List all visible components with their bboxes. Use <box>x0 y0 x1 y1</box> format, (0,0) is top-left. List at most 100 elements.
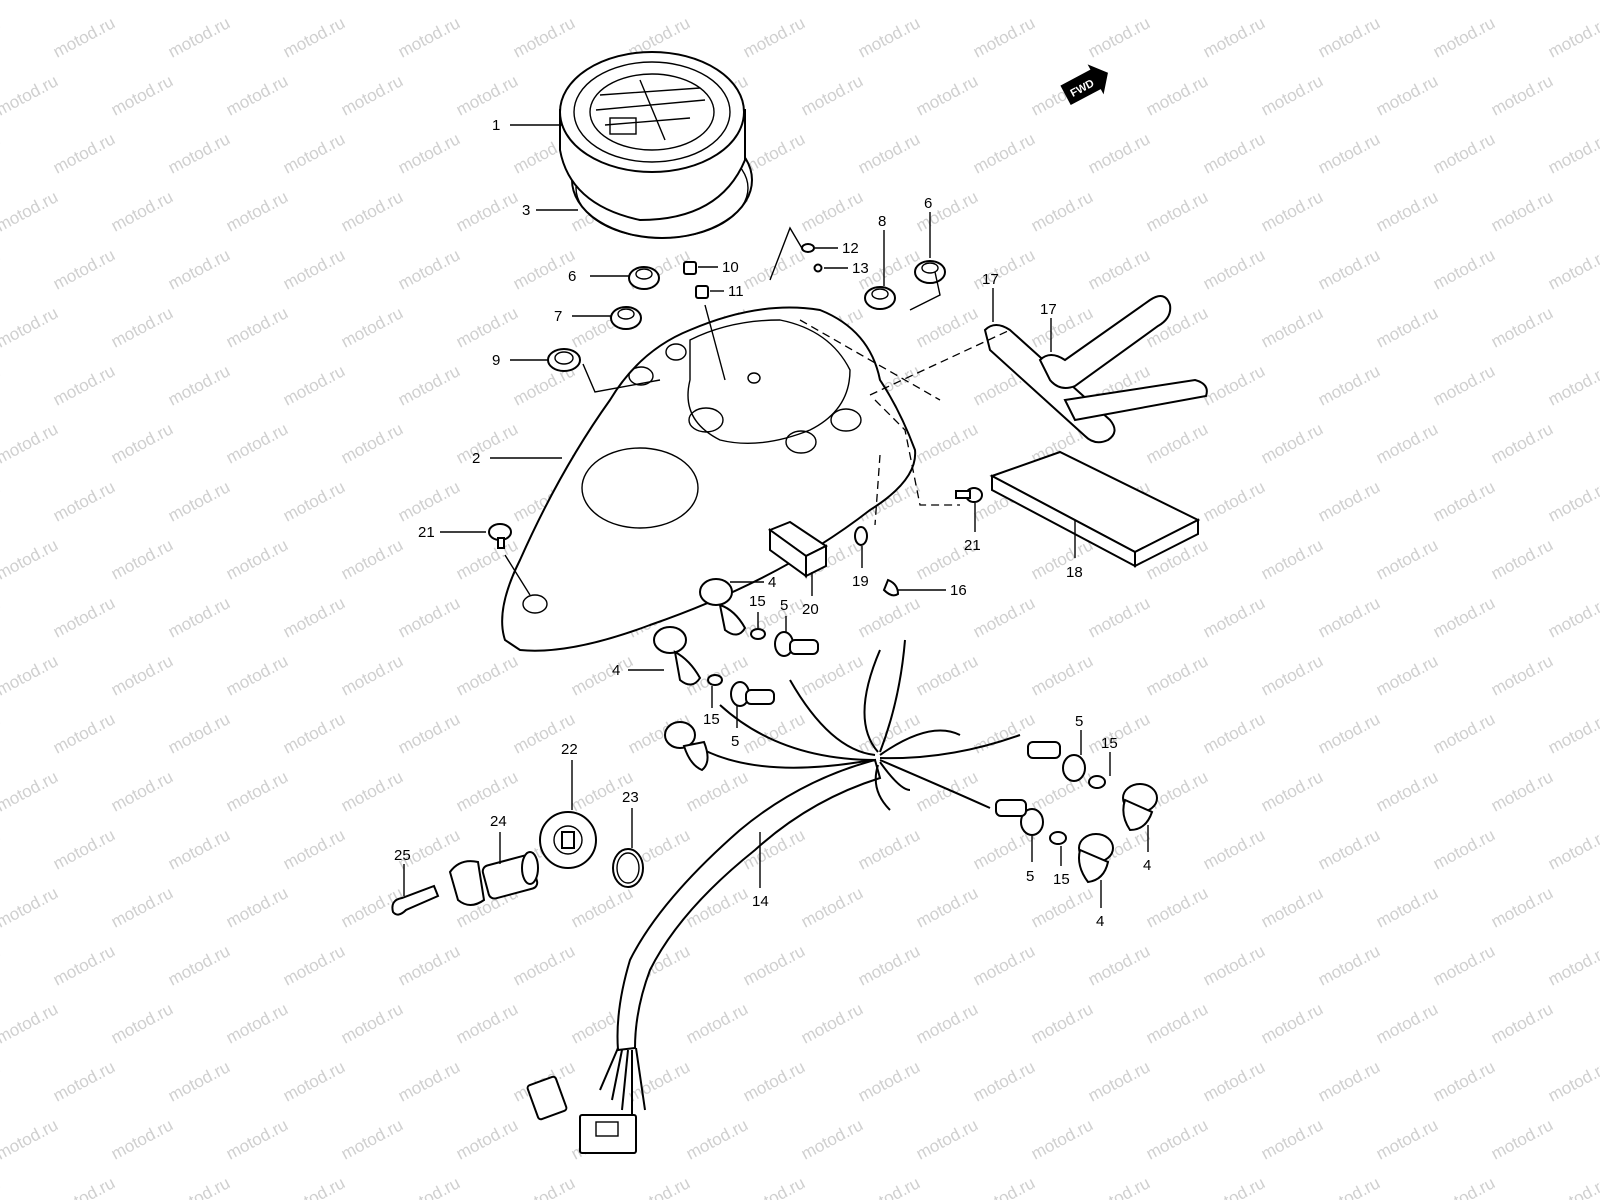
watermark-text: motod.ru <box>1545 1057 1600 1105</box>
svg-text:11: 11 <box>728 283 744 300</box>
watermark-text: motod.ru <box>798 187 866 235</box>
svg-text:2: 2 <box>472 450 480 467</box>
svg-text:5: 5 <box>1026 868 1034 885</box>
watermark-text: motod.ru <box>0 187 61 235</box>
svg-text:9: 9 <box>492 352 500 369</box>
watermark-text: motod.ru <box>1545 825 1600 873</box>
watermark-text: motod.ru <box>453 0 521 4</box>
watermark-text: motod.ru <box>1430 825 1498 873</box>
callout-20: 20 <box>802 572 819 618</box>
ring-23 <box>612 848 644 888</box>
watermark-text: motod.ru <box>855 13 923 61</box>
indicator-cap-6-right <box>914 260 946 284</box>
watermark-text: motod.ru <box>395 13 463 61</box>
watermark-text: motod.ru <box>223 883 291 931</box>
watermark-text: motod.ru <box>568 0 636 4</box>
svg-text:4: 4 <box>1143 857 1151 874</box>
nut-10 <box>683 261 697 275</box>
watermark-text: motod.ru <box>683 0 751 4</box>
watermark-text: motod.ru <box>165 1057 233 1105</box>
callout-11: 11 <box>710 283 744 300</box>
watermark-text: motod.ru <box>108 767 176 815</box>
watermark-text: motod.ru <box>913 651 981 699</box>
watermark-text: motod.ru <box>108 303 176 351</box>
watermark-text: motod.ru <box>338 187 406 235</box>
watermark-text: motod.ru <box>1488 303 1556 351</box>
callout-22: 22 <box>561 741 578 810</box>
watermark-text: motod.ru <box>1430 361 1498 409</box>
watermark-text: motod.ru <box>1545 245 1600 293</box>
gear-22 <box>539 811 597 869</box>
watermark-text: motod.ru <box>0 593 3 641</box>
watermark-text: motod.ru <box>913 767 981 815</box>
watermark-text: motod.ru <box>1315 245 1383 293</box>
watermark-text: motod.ru <box>1028 999 1096 1047</box>
svg-text:25: 25 <box>394 847 411 864</box>
watermark-text: motod.ru <box>280 245 348 293</box>
watermark-text: motod.ru <box>1488 419 1556 467</box>
watermark-text: motod.ru <box>280 1057 348 1105</box>
watermark-text: motod.ru <box>1200 129 1268 177</box>
watermark-text: motod.ru <box>1028 767 1096 815</box>
callout-17-left: 17 <box>982 271 999 322</box>
watermark-text: motod.ru <box>1488 71 1556 119</box>
watermark-text: motod.ru <box>855 825 923 873</box>
watermark-text: motod.ru <box>395 709 463 757</box>
watermark-text: motod.ru <box>395 593 463 641</box>
watermark-text: motod.ru <box>913 1115 981 1163</box>
watermark-text: motod.ru <box>0 303 61 351</box>
watermark-text: motod.ru <box>1200 477 1268 525</box>
watermark-text: motod.ru <box>1545 1173 1600 1200</box>
watermark-text: motod.ru <box>223 303 291 351</box>
watermark-text: motod.ru <box>1085 1173 1153 1200</box>
watermark-text: motod.ru <box>453 187 521 235</box>
watermark-text: motod.ru <box>0 999 61 1047</box>
watermark-text: motod.ru <box>395 361 463 409</box>
watermark-text: motod.ru <box>1200 245 1268 293</box>
svg-text:4: 4 <box>612 662 620 679</box>
watermark-text: motod.ru <box>683 999 751 1047</box>
watermark-text: motod.ru <box>0 825 3 873</box>
watermark-text: motod.ru <box>395 1173 463 1200</box>
watermark-text: motod.ru <box>50 941 118 989</box>
watermark-text: motod.ru <box>1085 593 1153 641</box>
watermark-text: motod.ru <box>0 535 61 583</box>
svg-text:24: 24 <box>490 813 507 830</box>
socket-4-top <box>699 578 747 636</box>
watermark-text: motod.ru <box>108 0 176 4</box>
watermark-text: motod.ru <box>1488 0 1556 4</box>
watermark-text: motod.ru <box>0 477 3 525</box>
callout-9: 9 <box>492 352 548 369</box>
watermark-text: motod.ru <box>108 71 176 119</box>
watermark-text: motod.ru <box>1430 1057 1498 1105</box>
watermark-text: motod.ru <box>165 825 233 873</box>
watermark-text: motod.ru <box>338 535 406 583</box>
callout-2: 2 <box>472 450 562 467</box>
assembly-guide-lines <box>504 226 1011 596</box>
watermark-text: motod.ru <box>1373 303 1441 351</box>
watermark-text: motod.ru <box>913 0 981 4</box>
watermark-text: motod.ru <box>1085 941 1153 989</box>
watermark-text: motod.ru <box>280 1173 348 1200</box>
watermark-text: motod.ru <box>913 999 981 1047</box>
watermark-text: motod.ru <box>1488 651 1556 699</box>
watermark-text: motod.ru <box>1315 1173 1383 1200</box>
svg-text:3: 3 <box>522 202 530 219</box>
watermark-text: motod.ru <box>50 1057 118 1105</box>
callout-15-b: 15 <box>703 686 720 728</box>
watermark-text: motod.ru <box>1315 941 1383 989</box>
watermark-text: motod.ru <box>395 1057 463 1105</box>
svg-text:23: 23 <box>622 789 639 806</box>
watermark-text: motod.ru <box>1258 187 1326 235</box>
grommet-5-d <box>995 799 1044 836</box>
svg-text:4: 4 <box>768 574 776 591</box>
watermark-text: motod.ru <box>1200 941 1268 989</box>
watermark-text: motod.ru <box>453 1115 521 1163</box>
watermark-text: motod.ru <box>1085 13 1153 61</box>
callout-4-left: 4 <box>612 662 664 679</box>
watermark-text: motod.ru <box>625 1173 693 1200</box>
watermark-text: motod.ru <box>0 13 3 61</box>
watermark-text: motod.ru <box>740 13 808 61</box>
callout-6-left: 6 <box>568 268 630 285</box>
